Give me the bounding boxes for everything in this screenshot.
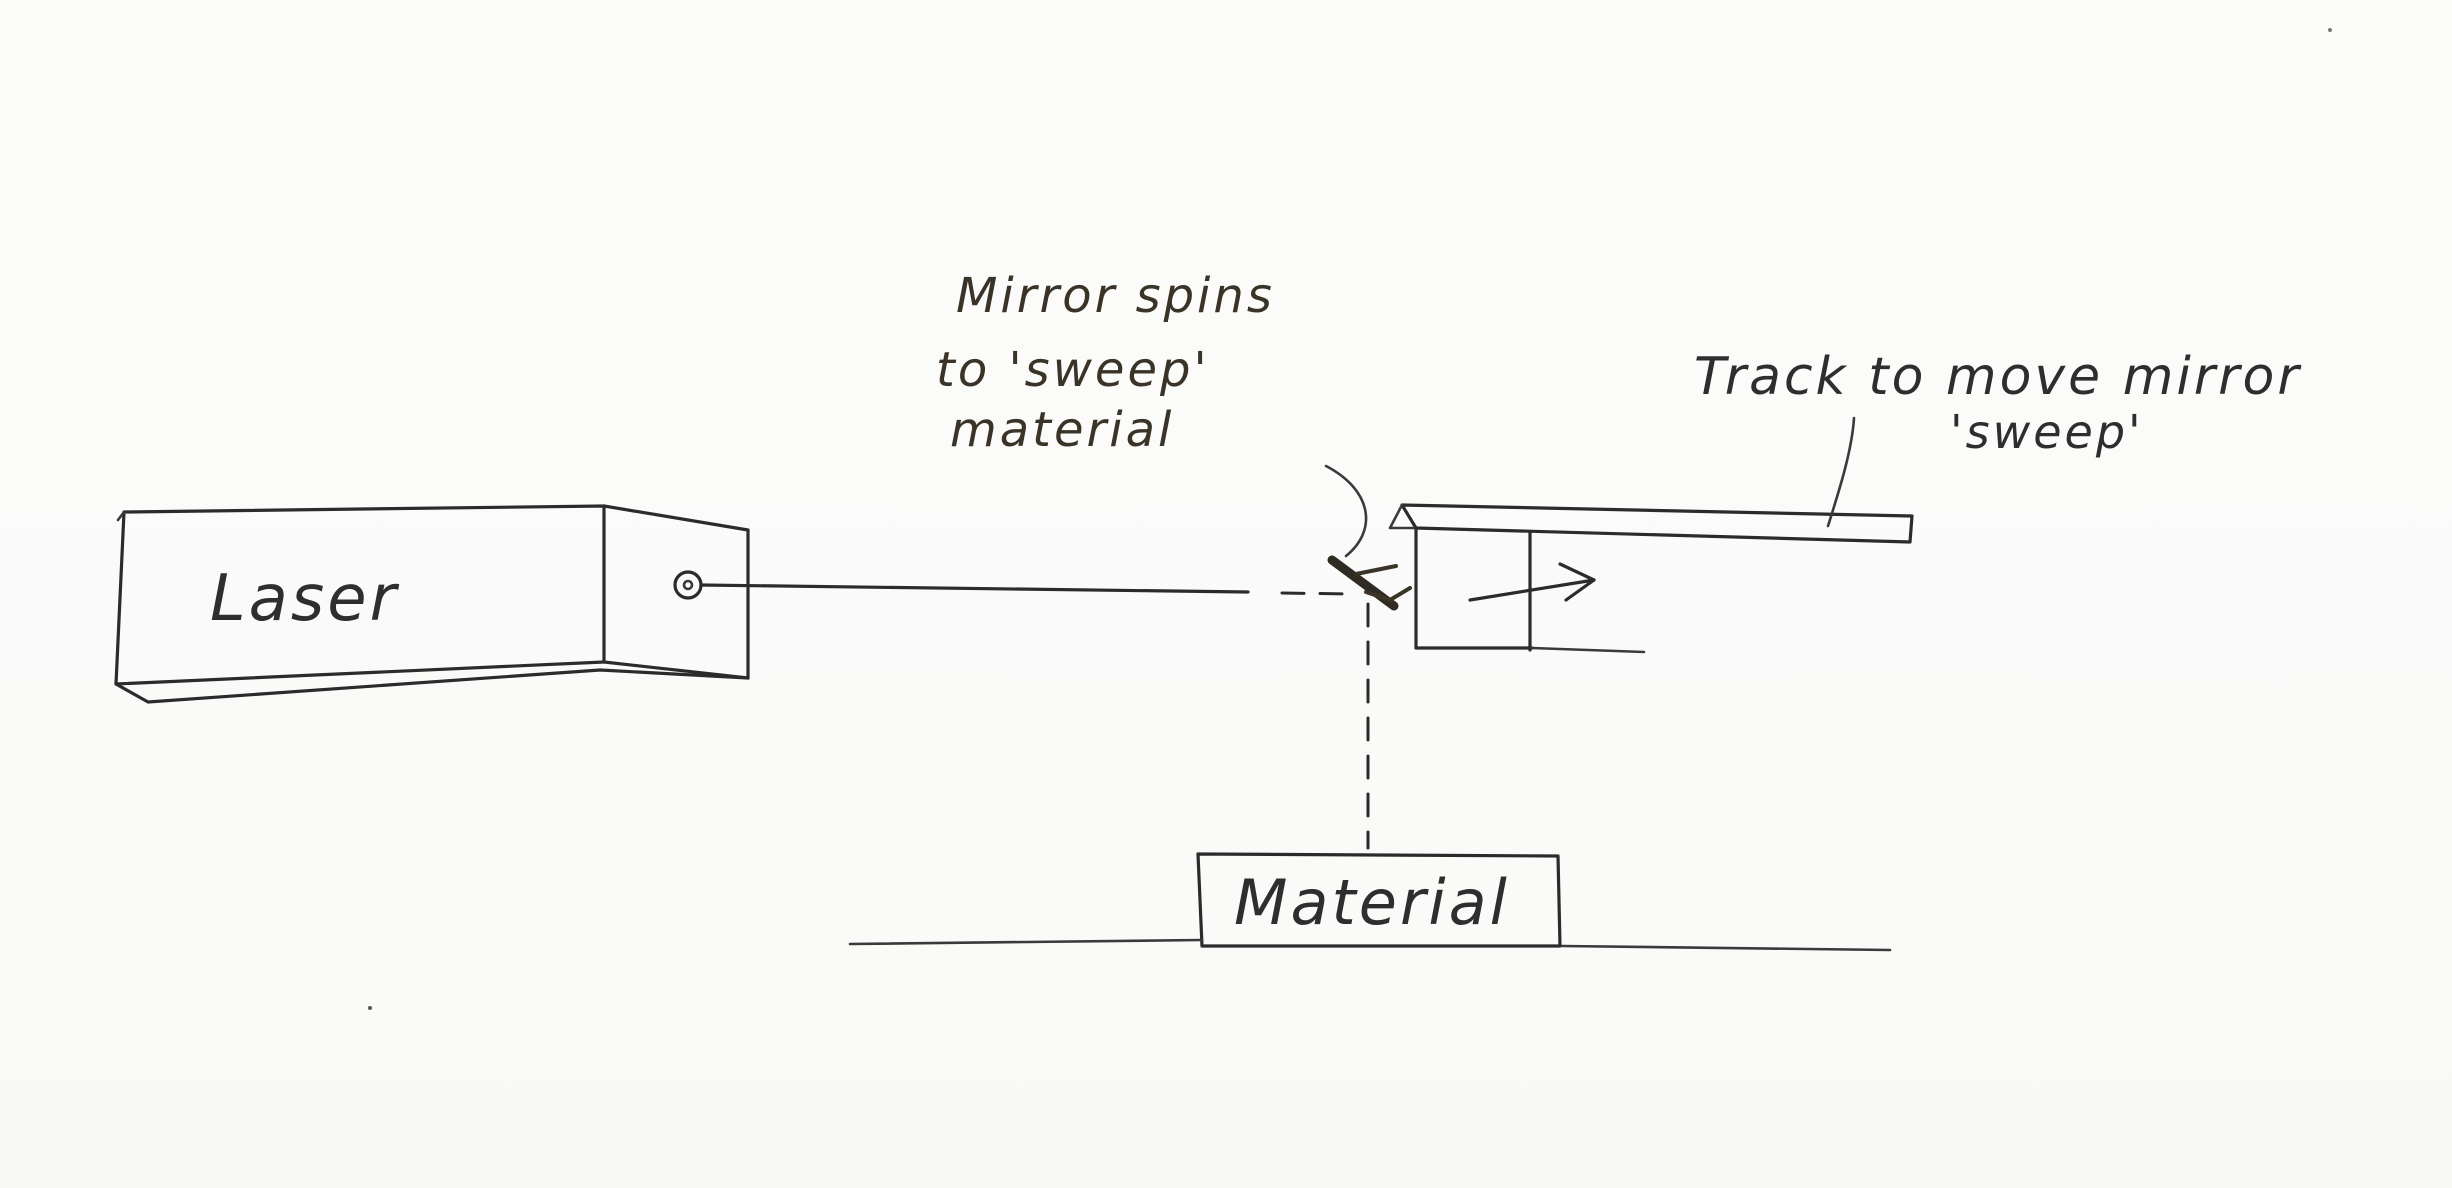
mirror-note: Mirror spins to 'sweep' material — [936, 268, 1275, 458]
track-note-line-1: Track to move mirror — [1694, 347, 2302, 407]
laser-box — [114, 504, 750, 704]
track-note-line-2: 'sweep' — [1950, 405, 2144, 459]
laser-label: Laser — [210, 562, 400, 636]
track-note: Track to move mirror 'sweep' — [1694, 347, 2302, 459]
track-rail — [1388, 503, 1914, 544]
arrow-right-icon — [1468, 562, 1596, 602]
mirror-note-line-3: material — [950, 402, 1174, 458]
mirror-note-line-1: Mirror spins — [956, 268, 1275, 324]
stray-dot — [2328, 28, 2332, 32]
circle-aperture-icon — [673, 570, 703, 600]
material-label: Material — [1234, 866, 1510, 939]
base-line — [848, 938, 1892, 952]
mirror — [1327, 555, 1412, 611]
stray-dot — [368, 1006, 372, 1010]
mirror-note-leader — [1324, 464, 1368, 558]
mirror-note-line-2: to 'sweep' — [936, 342, 1210, 398]
laser-beam — [699, 583, 1354, 596]
material-block — [1196, 852, 1562, 948]
track-note-leader — [1826, 416, 1856, 528]
